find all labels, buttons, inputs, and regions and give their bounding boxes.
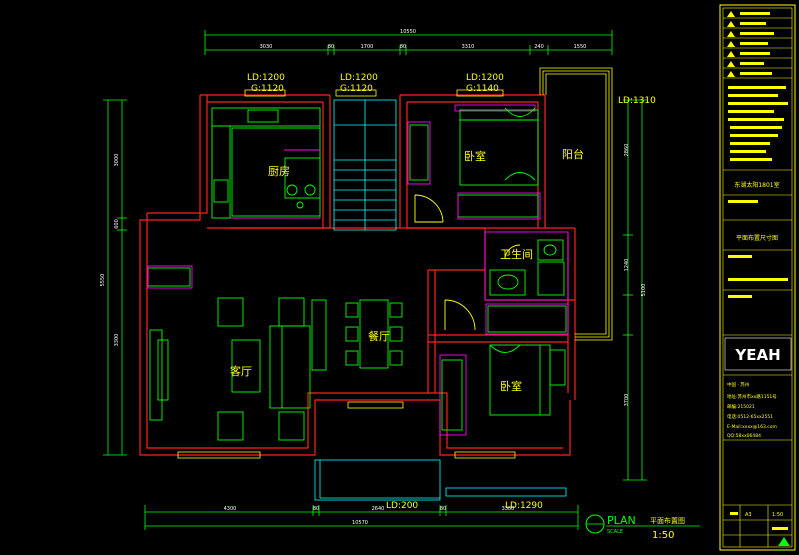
dim-right-1: 2860	[624, 144, 630, 157]
title-scale: 1:50	[772, 512, 783, 518]
top-dimensions	[204, 30, 613, 55]
room-label-kitchen: 厨房	[268, 165, 290, 178]
window-strips	[177, 89, 516, 459]
dim-left-2: 600	[114, 219, 120, 229]
bedroom-top-furniture	[407, 104, 541, 223]
bathroom-fixtures	[484, 231, 569, 301]
dim-bottom-1: 4300	[224, 506, 237, 512]
dim-bottom-2: 80	[313, 506, 319, 512]
dim-bottom-total: 10570	[352, 520, 368, 526]
company-line-1: 中国 · 苏州	[727, 381, 750, 388]
dim-top-total: 10550	[400, 29, 416, 35]
bedroom-window-ld: LD:1200	[466, 73, 504, 83]
kitchen-window-ld: LD:1200	[247, 73, 285, 83]
dim-left-1: 3000	[114, 154, 120, 167]
kitchen-window-g: G:1120	[251, 84, 284, 94]
dim-top-6: 240	[534, 44, 544, 50]
dim-left-4: 3300	[114, 334, 120, 347]
stairs	[333, 99, 397, 231]
balcony-outline	[539, 67, 613, 341]
sheet-size: A3	[745, 512, 752, 518]
dim-top-4: 80	[400, 44, 406, 50]
bottom-dimensions	[144, 505, 579, 530]
dim-top-5: 3310	[462, 44, 475, 50]
company-logo: YEAH	[734, 346, 780, 364]
title-project: 东湖太阳1801室	[734, 181, 779, 189]
room-label-bedroom-top: 卧室	[464, 149, 486, 163]
dim-left-3: 5550	[100, 274, 106, 287]
side-dimensions	[103, 99, 647, 481]
title-warning-icon	[778, 537, 790, 546]
door-label-ld200: LD:200	[386, 501, 418, 511]
company-line-6: QQ:58xx06484	[727, 433, 761, 439]
dim-top-2: 80	[328, 44, 334, 50]
bedroom-bottom-furniture	[439, 299, 569, 436]
dim-top-1: 3030	[260, 44, 273, 50]
door-label-ld1290: LD:1290	[505, 501, 543, 511]
company-line-2: 地址:苏州市xx路1151号	[727, 393, 777, 400]
plan-title-block: PLAN SCALE 平面布置图 1:50	[585, 514, 700, 541]
room-label-dining: 餐厅	[368, 329, 390, 343]
room-label-balcony: 阳台	[562, 147, 584, 161]
title-block: 东湖太阳1801室 平面布置尺寸图 YEAH 中国 · 苏州 地址:苏州市xx路…	[719, 4, 796, 551]
room-label-bedroom-bottom: 卧室	[500, 379, 522, 393]
bedroom-window-g: G:1140	[466, 84, 499, 94]
company-line-5: E-Mail:xxxx@163.com	[727, 424, 777, 430]
dim-right-4: 3700	[624, 394, 630, 407]
plan-drawing-name: 平面布置图	[650, 516, 685, 525]
dim-right-3: 5100	[641, 284, 647, 297]
dim-top-7: 1550	[574, 44, 587, 50]
kitchen-furniture	[211, 107, 321, 219]
dim-bottom-4: 80	[440, 506, 446, 512]
plan-word: PLAN	[607, 514, 636, 527]
plan-scale: 1:50	[652, 530, 674, 541]
room-label-living: 客厅	[230, 364, 252, 378]
living-furniture	[147, 265, 327, 441]
plan-scale-word: SCALE	[607, 529, 623, 535]
title-drawing-name: 平面布置尺寸图	[736, 234, 778, 242]
dining-furniture	[345, 299, 403, 369]
room-label-bathroom: 卫生间	[500, 247, 533, 261]
stair-window-ld: LD:1200	[340, 73, 378, 83]
dim-right-2: 1240	[624, 259, 630, 272]
dim-bottom-5: 3380	[502, 506, 515, 512]
balcony-ld: LD:1310	[618, 96, 656, 106]
stair-window-g: G:1120	[340, 84, 373, 94]
dim-bottom-3: 2640	[372, 506, 385, 512]
bottom-windows	[314, 459, 567, 501]
company-line-3: 邮编:215021	[727, 403, 755, 410]
dim-top-3: 1700	[361, 44, 374, 50]
company-line-4: 电话:0512-65xx2551	[727, 413, 773, 420]
